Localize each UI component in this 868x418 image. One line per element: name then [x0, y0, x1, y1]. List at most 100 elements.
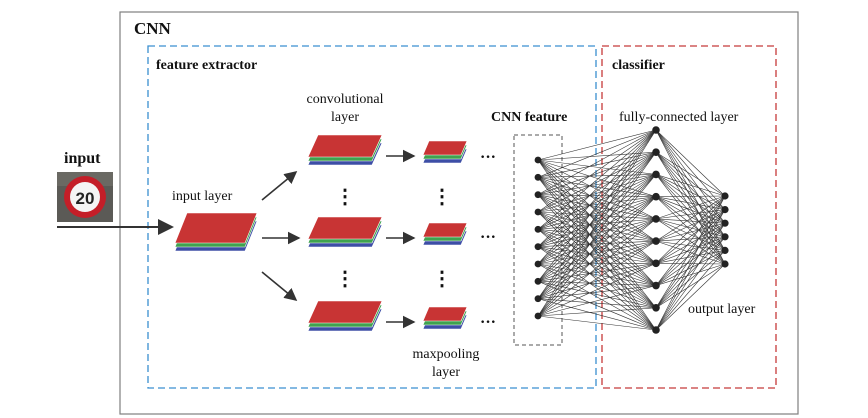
edge-feature-2-fc-10 — [537, 177, 657, 331]
edge-feature-5-fc-4 — [537, 196, 657, 230]
edge-feature-8-fc-3 — [537, 174, 657, 282]
edge-fc-9-output-1 — [655, 195, 726, 308]
edge-feature-7-fc-7 — [537, 263, 657, 265]
vertical-ellipsis-conv-1: ⋮ — [335, 186, 355, 208]
conv-map-stack-1-sheet-3 — [307, 134, 383, 158]
edge-fc-10-output-6 — [655, 263, 726, 331]
edge-feature-4-fc-1 — [537, 129, 657, 213]
pool-layer-label-line1: maxpooling — [413, 347, 480, 362]
edge-feature-8-fc-10 — [537, 281, 657, 331]
edge-feature-8-fc-4 — [537, 196, 657, 282]
pool-layer-label-line2: layer — [432, 365, 460, 380]
edge-feature-6-fc-4 — [537, 196, 657, 247]
edge-feature-6-fc-1 — [537, 129, 657, 247]
input-layer-stack — [174, 212, 258, 252]
cnn-feature-node-10 — [534, 312, 542, 320]
edge-feature-1-fc-6 — [537, 159, 657, 242]
edge-feature-7-fc-8 — [537, 263, 657, 286]
output-node-5 — [721, 246, 729, 254]
conv-map-stack-3-sheet-3 — [307, 300, 383, 324]
edge-feature-10-fc-7 — [537, 263, 657, 317]
pool-map-stack-3 — [422, 306, 468, 330]
fc-layer-label: fully-connected layer — [619, 110, 739, 125]
classifier-box — [601, 45, 777, 389]
edge-feature-3-fc-3 — [537, 174, 657, 195]
sign-value: 20 — [76, 189, 95, 208]
edge-feature-10-fc-5 — [537, 218, 657, 317]
cnn-feature-node-7 — [534, 260, 542, 268]
edge-fc-9-output-2 — [655, 209, 726, 308]
edge-feature-5-fc-1 — [537, 129, 657, 230]
ellipsis-row-3: ··· — [480, 314, 496, 331]
conv-map-stack-2-sheet-3 — [307, 216, 383, 240]
edge-feature-5-fc-3 — [537, 174, 657, 230]
output-node-3 — [721, 219, 729, 227]
edge-feature-2-fc-3 — [537, 174, 657, 178]
edge-fc-8-output-1 — [655, 195, 726, 286]
cnn-feature-box — [513, 134, 563, 346]
pool-map-stack-2-sheet-3 — [422, 222, 468, 238]
input-label: input — [64, 150, 101, 167]
edge-feature-1-fc-1 — [537, 129, 657, 161]
edge-feature-3-fc-1 — [537, 129, 657, 195]
edge-feature-2-fc-1 — [537, 129, 657, 178]
cnn-feature-node-8 — [534, 277, 542, 285]
edge-feature-10-fc-1 — [537, 129, 657, 317]
ellipsis-row-1: ··· — [480, 149, 496, 166]
edge-feature-2-fc-5 — [537, 177, 657, 220]
conv-map-stack-2 — [307, 216, 383, 248]
edge-feature-8-fc-9 — [537, 281, 657, 309]
edge-feature-10-fc-8 — [537, 285, 657, 317]
cnn-feature-node-2 — [534, 173, 542, 181]
edge-fc-3-output-2 — [655, 174, 726, 210]
edge-feature-3-fc-2 — [537, 151, 657, 195]
edge-fc-1-output-2 — [655, 129, 726, 210]
edge-feature-9-fc-1 — [537, 129, 657, 299]
pool-map-stack-3-sheet-3 — [422, 306, 468, 322]
fc-node-10 — [652, 326, 660, 334]
output-node-6 — [721, 260, 729, 268]
edge-feature-3-fc-7 — [537, 194, 657, 264]
edge-feature-10-fc-9 — [537, 307, 657, 317]
cnn-feature-node-5 — [534, 225, 542, 233]
edge-feature-6-fc-8 — [537, 246, 657, 286]
fc-node-2 — [652, 148, 660, 157]
vertical-ellipsis-pool-2: ⋮ — [432, 268, 452, 290]
edge-feature-1-fc-3 — [537, 159, 657, 175]
edge-feature-9-fc-10 — [537, 298, 657, 331]
edge-feature-5-fc-10 — [537, 229, 657, 331]
edge-feature-5-fc-2 — [537, 151, 657, 230]
edge-fc-10-output-2 — [655, 209, 726, 331]
conv-map-stack-3 — [307, 300, 383, 332]
edge-fc-8-output-3 — [655, 222, 726, 286]
edge-feature-10-fc-2 — [537, 152, 657, 317]
edge-feature-6-fc-10 — [537, 246, 657, 331]
output-layer-label: output layer — [688, 302, 756, 317]
edge-fc-4-output-1 — [655, 195, 726, 197]
cnn-feature-label: CNN feature — [491, 110, 567, 125]
edge-feature-4-fc-10 — [537, 211, 657, 331]
edge-feature-7-fc-2 — [537, 152, 657, 265]
edge-fc-9-output-6 — [655, 263, 726, 309]
cnn-feature-node-9 — [534, 295, 542, 303]
edge-fc-8-output-5 — [655, 250, 726, 286]
pool-map-stack-1 — [422, 140, 468, 164]
fc-node-7 — [652, 259, 660, 268]
edge-fc-8-output-4 — [655, 236, 726, 286]
edge-feature-8-fc-1 — [537, 129, 657, 282]
edge-feature-9-fc-4 — [537, 196, 657, 299]
cnn-feature-node-1 — [534, 156, 542, 164]
edge-fc-10-output-4 — [655, 236, 726, 331]
edge-feature-3-fc-5 — [537, 194, 657, 220]
edge-feature-1-fc-2 — [537, 151, 657, 161]
pool-map-stack-1-sheet-3 — [422, 140, 468, 156]
cnn-feature-node-4 — [534, 208, 542, 216]
edge-fc-10-output-1 — [655, 195, 726, 331]
edge-feature-8-fc-2 — [537, 152, 657, 282]
edge-fc-7-output-1 — [655, 195, 726, 264]
edge-feature-10-fc-10 — [537, 315, 657, 331]
edge-fc-4-output-6 — [655, 196, 726, 265]
edge-feature-10-fc-3 — [537, 174, 657, 317]
edge-fc-2-output-1 — [655, 151, 726, 197]
edge-feature-2-fc-9 — [537, 177, 657, 308]
